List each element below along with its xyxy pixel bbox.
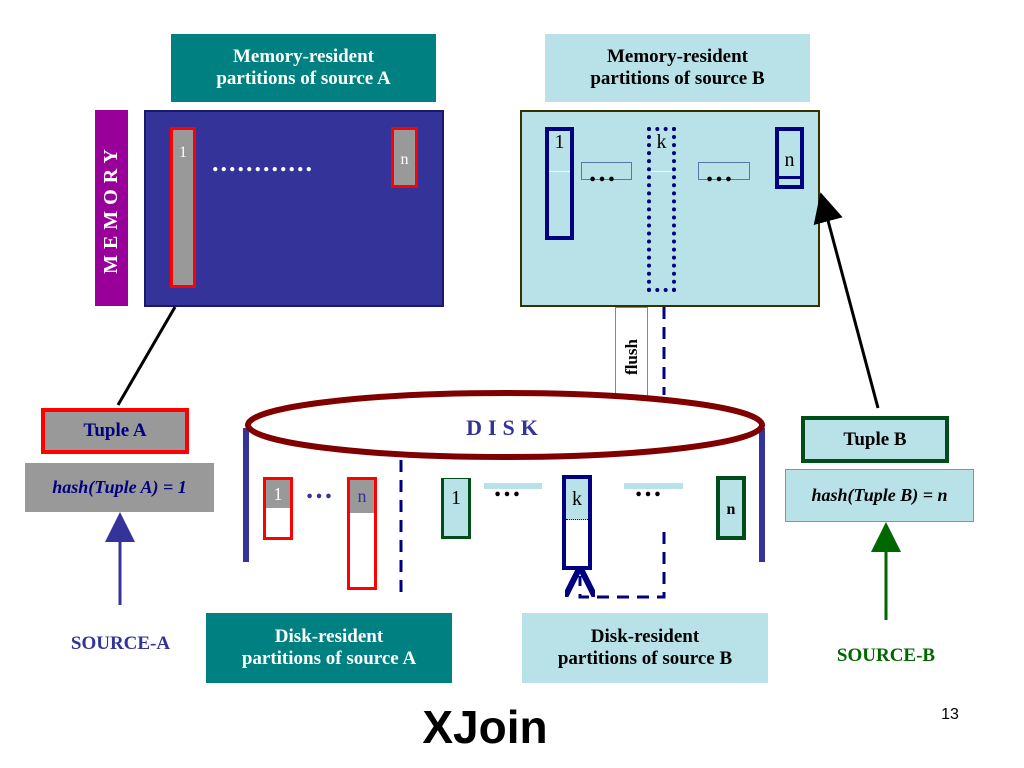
disk-b-partition-k-fill: k (566, 479, 588, 520)
disk-a-label: Disk-resident partitions of source A (206, 613, 452, 683)
memory-b-partition-n-label: n (784, 149, 795, 171)
hash-b-label: hash(Tuple B) = n (811, 485, 948, 505)
disk-b-label: Disk-resident partitions of source B (522, 613, 768, 683)
disk-a-partition-1-fill: 1 (266, 480, 290, 508)
disk-b-partition-k: k (562, 475, 592, 570)
hash-a-label: hash(Tuple A) = 1 (52, 477, 187, 497)
tuple-b-to-memory-arrow (813, 192, 880, 409)
memory-b-small-box-2 (698, 162, 750, 180)
disk-b-partition-1: 1 (441, 478, 471, 539)
memory-a-label-line1: Memory-resident (232, 46, 375, 67)
tuple-b-box: Tuple B (801, 416, 949, 463)
disk-a-partition-n-label: n (357, 486, 367, 506)
disk-b-partition-n: n (716, 476, 746, 540)
disk-a-partition-1: 1 (263, 477, 293, 540)
tuple-b-label: Tuple B (843, 429, 907, 450)
page-number: 13 (941, 706, 959, 723)
memory-b-partition-n-bar (779, 176, 800, 179)
memory-b-partition-k-divider (651, 171, 672, 172)
disk-b-label-line2: partitions of source B (557, 648, 733, 669)
source-a-label: SOURCE-A (70, 633, 171, 654)
memory-b-partition-1-label: 1 (554, 131, 565, 153)
disk-b-partition-n-label: n (726, 501, 736, 518)
disk-top-ellipse (245, 390, 765, 460)
disk-b-partition-k-label: k (572, 488, 582, 510)
disk-a-partition-n: n (347, 477, 377, 590)
memory-b-partition-n: n (775, 127, 804, 189)
memory-b-label-line2: partitions of source B (590, 68, 765, 89)
memory-side-label: MEMORY (95, 110, 128, 306)
memory-a-partition-n: n (391, 127, 418, 188)
memory-b-partition-1-divider (549, 171, 570, 172)
tuple-a-box: Tuple A (41, 408, 189, 454)
disk-a-partition-1-label: 1 (273, 484, 283, 504)
memory-b-ellipsis-2: … (705, 157, 737, 188)
memory-b-label: Memory-resident partitions of source B (545, 34, 810, 102)
disk-b-ellipsis-2: … (634, 472, 666, 503)
disk-b-ellipsis-1: … (493, 472, 525, 503)
tuple-a-to-memory-line (116, 306, 177, 406)
hash-b-box: hash(Tuple B) = n (785, 469, 974, 522)
memory-b-partition-1: 1 (545, 127, 574, 240)
tuple-a-label: Tuple A (83, 420, 147, 441)
memory-a-partition-n-label: n (400, 151, 409, 168)
disk-a-label-line1: Disk-resident (274, 626, 384, 647)
memory-a-label: Memory-resident partitions of source A (171, 34, 436, 102)
disk-k-dashed-path (580, 532, 666, 599)
memory-b-small-box-1 (581, 162, 632, 180)
disk-label: DISK (466, 415, 544, 440)
disk-a-partition-n-fill: n (350, 480, 374, 513)
memory-b-label-line1: Memory-resident (606, 46, 749, 67)
hash-a-box: hash(Tuple A) = 1 (25, 463, 214, 512)
memory-b-partition-k: k (647, 127, 676, 292)
disk-a-label-line2: partitions of source A (241, 648, 417, 669)
memory-b-ellipsis-1: … (588, 157, 620, 188)
slide-title: XJoin (422, 701, 548, 753)
disk-b-label-line1: Disk-resident (590, 626, 700, 647)
disk-b-partition-1-label: 1 (451, 487, 461, 509)
disk-a-ellipsis: … (305, 474, 337, 505)
memory-a-label-line2: partitions of source A (216, 68, 391, 89)
memory-a-partition-1: 1 (170, 127, 196, 288)
memory-a-dotted-ellipsis: ............ (212, 150, 314, 176)
source-b-label: SOURCE-B (836, 645, 936, 666)
memory-b-partition-k-label: k (656, 131, 667, 153)
memory-a-partition-1-label: 1 (179, 144, 187, 161)
